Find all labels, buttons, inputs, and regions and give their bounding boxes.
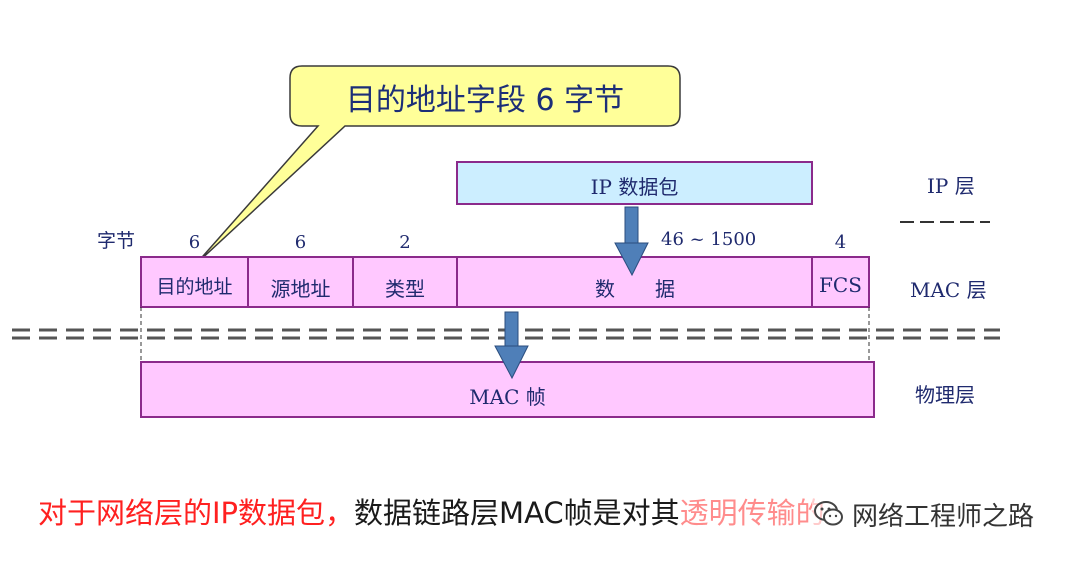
bytes-header-label: 字节: [97, 230, 136, 252]
callout-bubble: [195, 65, 681, 265]
ip-packet-label: IP 数据包: [590, 175, 679, 199]
down-arrow-mac-to-physical: [494, 311, 529, 380]
field-dest-address: 目的地址: [156, 276, 233, 298]
field-bytes-fcs: 4: [834, 232, 847, 253]
field-bytes-dest: 6: [188, 232, 201, 253]
layer-label-ip: IP 层: [927, 174, 975, 198]
field-bytes-type: 2: [399, 232, 411, 253]
physical-frame-label: MAC 帧: [469, 385, 546, 409]
wechat-icon: [814, 501, 843, 526]
ip-packet-box: [456, 161, 813, 205]
field-bytes-data: 46 ~ 1500: [661, 229, 757, 250]
field-data: 数 据: [595, 277, 675, 301]
watermark: 网络工程师之路: [812, 494, 1035, 534]
field-fcs: FCS: [819, 273, 862, 297]
field-type: 类型: [385, 277, 425, 301]
field-bytes-src: 6: [294, 232, 307, 253]
caption-part1: 对于网络层的IP数据包，: [38, 496, 355, 530]
caption: 对于网络层的IP数据包，数据链路层MAC帧是对其透明传输的。: [38, 488, 854, 538]
down-arrow-ip-to-data: [614, 206, 649, 277]
field-src-address: 源地址: [270, 277, 331, 301]
mac-frame: [140, 256, 870, 308]
layer-label-mac: MAC 层: [910, 278, 987, 302]
callout-text: 目的地址字段 6 字节: [345, 83, 625, 118]
layer-label-physical: 物理层: [915, 383, 975, 407]
watermark-text: 网络工程师之路: [852, 501, 1035, 532]
caption-part2: 数据链路层MAC帧是对其: [354, 496, 680, 530]
